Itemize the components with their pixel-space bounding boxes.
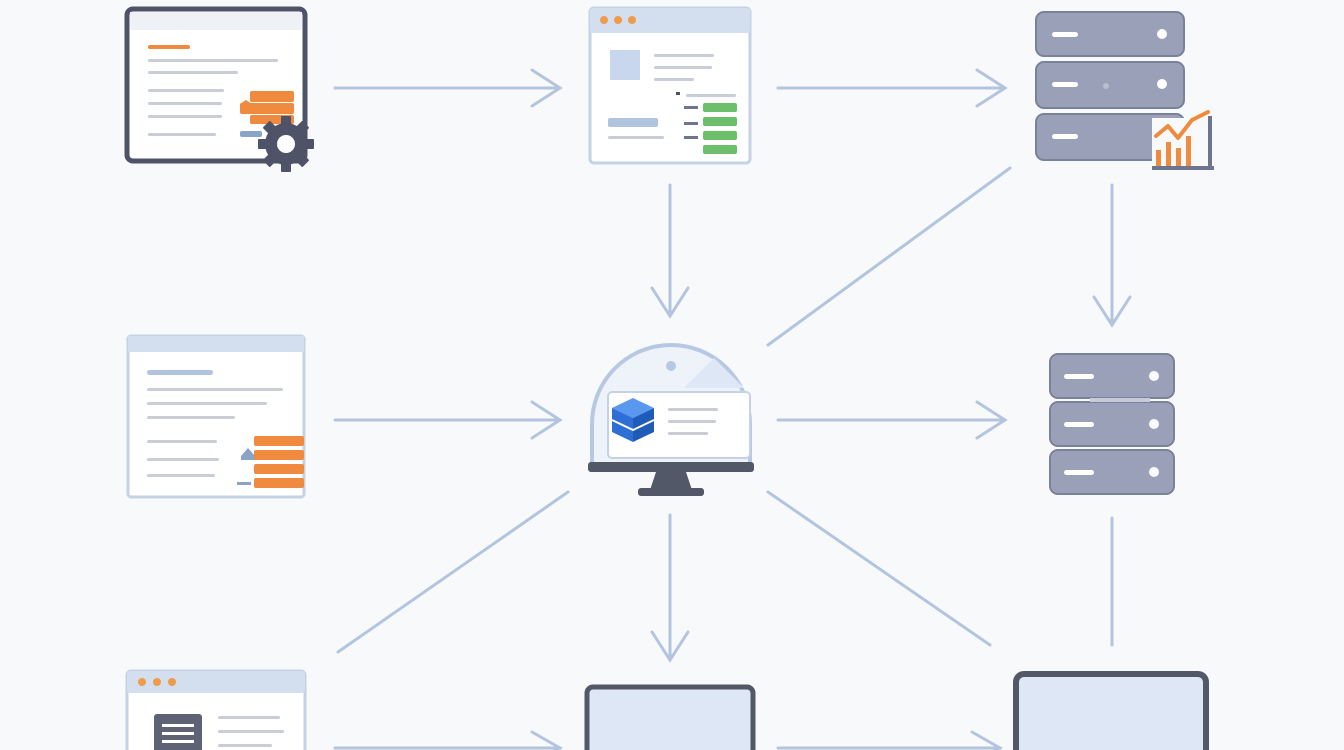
- server-stack[interactable]: [1048, 352, 1178, 497]
- edge-hub-to-browser-bottom: [336, 490, 570, 654]
- edge-browser-bottom-to-monitor-head: [530, 730, 564, 750]
- monitor-icon: [584, 684, 756, 750]
- server-stack-chart-icon: [1035, 11, 1214, 170]
- browser-window-bottom[interactable]: [124, 668, 310, 750]
- monitor-bottom-center[interactable]: [584, 684, 759, 750]
- edge-document-to-hub-head: [530, 400, 563, 440]
- gear-icon: [258, 116, 314, 172]
- server-stack-icon: [1049, 353, 1175, 495]
- edge-webapp-to-server-chart-head: [975, 68, 1008, 108]
- monitor-icon: [1013, 671, 1209, 750]
- web-app-window[interactable]: [588, 6, 753, 166]
- server-with-chart[interactable]: [1032, 8, 1222, 178]
- edge-config-to-webapp-head: [530, 68, 563, 108]
- edge-server-chart-to-hub: [766, 166, 1012, 347]
- edge-hub-to-server-stack-head: [975, 400, 1008, 440]
- document-window-icon: [126, 334, 306, 499]
- edge-server-chart-to-server-stack-head: [1092, 295, 1132, 328]
- edge-hub-to-monitor-right: [766, 490, 992, 647]
- browser-window-icon: [125, 669, 307, 750]
- monitor-bottom-right[interactable]: [1012, 670, 1212, 750]
- edge-hub-to-monitor-bottom-head: [650, 630, 690, 663]
- browser-window-icon: [588, 6, 752, 165]
- window-with-gear-icon: [124, 6, 314, 172]
- document-window[interactable]: [125, 334, 310, 502]
- cube-icon: [611, 398, 655, 442]
- config-editor-window[interactable]: [122, 5, 322, 177]
- monitor-dome-cube-icon: [588, 343, 754, 496]
- edge-webapp-to-hub-head: [650, 286, 690, 319]
- edge-monitor-to-monitor-right-head: [970, 730, 1004, 750]
- central-monitor-hub[interactable]: [584, 336, 759, 504]
- bar-chart-icon: [1152, 110, 1214, 170]
